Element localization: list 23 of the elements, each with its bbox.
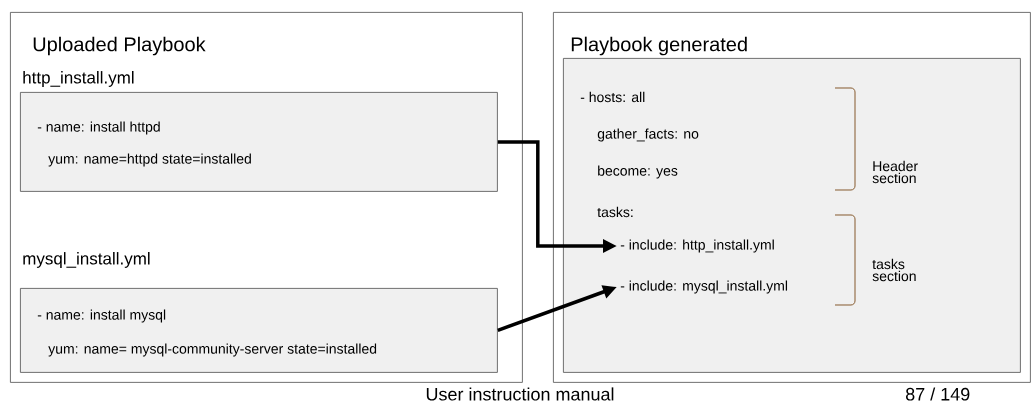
panel [10,12,523,383]
file-name: mysql_install.yml [23,252,150,268]
code-line: gather_facts: no [597,128,699,142]
code-line: - hosts: all [580,91,645,103]
code-line: tasks: [597,206,633,218]
code-line: - include: http_install.yml [620,239,774,253]
code-line: - name: install httpd [37,121,160,135]
code-box [20,252,498,373]
panel-heading: Playbook generated [571,36,747,56]
code-line: - include: mysql_install.yml [620,280,788,294]
code-line: yum: name= mysql-community-server state=installed [48,343,377,357]
code-line: - name: install mysql [37,309,166,323]
code-line: become: yes [598,165,678,179]
code-line: yum: name=httpd state=installed [48,153,251,167]
section-label: tasks section [872,258,916,282]
footer-text: 87 / 149 [906,387,970,401]
panel-heading: Uploaded Playbook [33,36,206,56]
file-name: http_install.yml [23,71,134,87]
section-label: Header section [872,160,918,184]
footer-text: User instruction manual [426,387,614,401]
code-box [20,71,498,192]
code-box [563,58,1021,373]
panel [553,12,1031,383]
